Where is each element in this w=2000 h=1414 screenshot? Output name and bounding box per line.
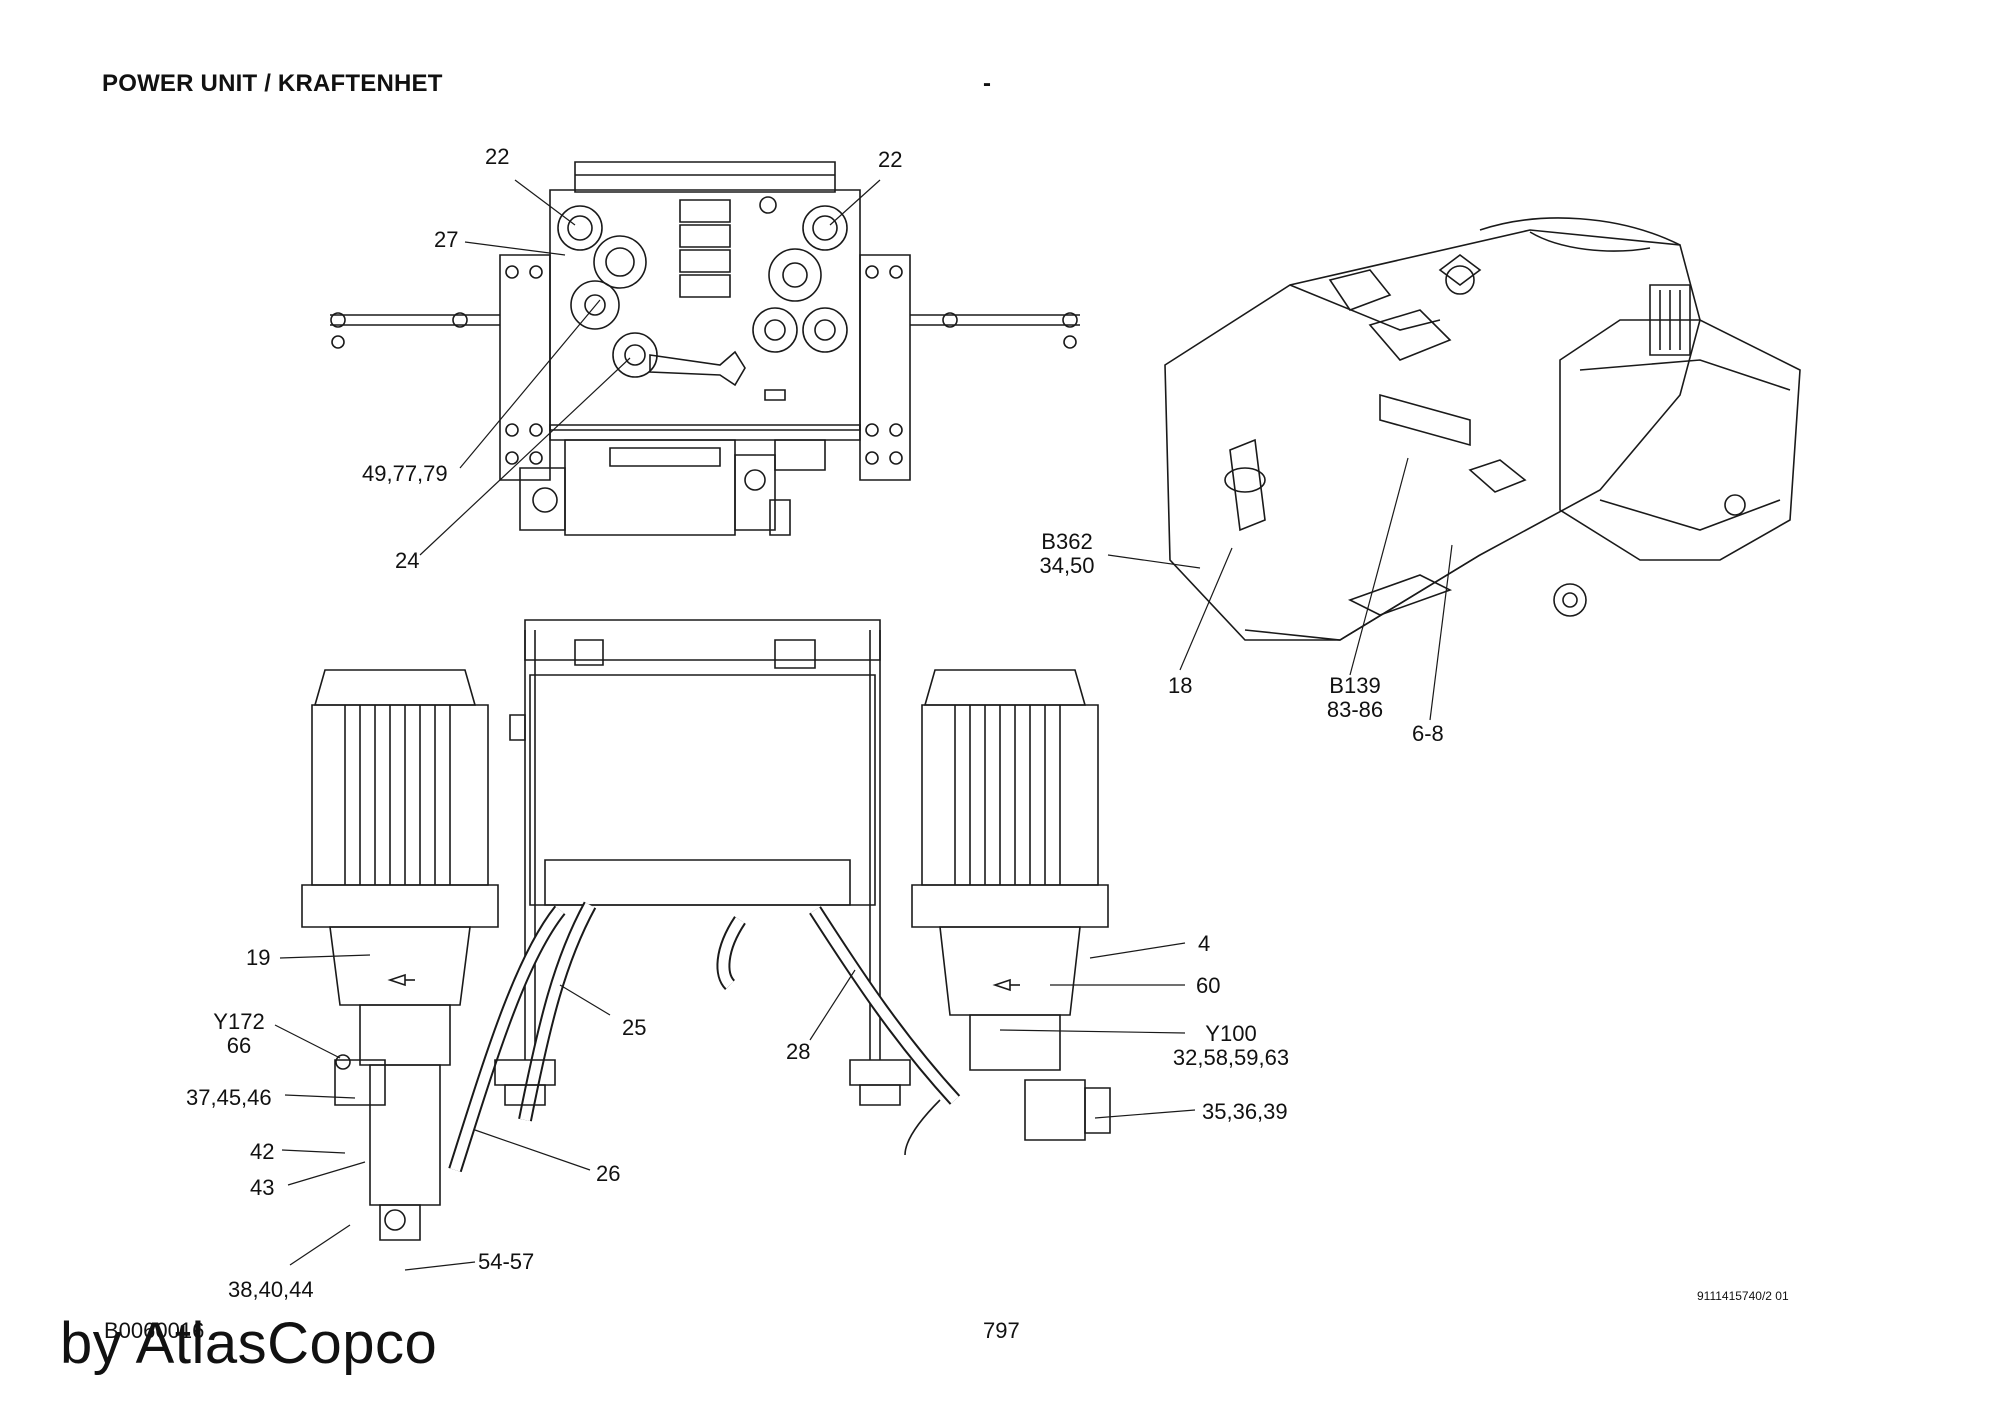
front-view-illustration [302, 620, 1110, 1240]
page-title: POWER UNIT / KRAFTENHET [102, 70, 443, 97]
callout-b139: B139 83-86 [1320, 674, 1390, 722]
b362-label: B362 [1041, 529, 1093, 554]
callout-27: 27 [434, 227, 459, 252]
watermark: by AtlasCopco [60, 1311, 438, 1376]
callout-43: 43 [250, 1175, 275, 1200]
figure-code: B0060016 [104, 1318, 205, 1343]
page-number: 797 [983, 1318, 1020, 1343]
callout-19: 19 [246, 945, 271, 970]
leader-lines [275, 180, 1452, 1270]
y100-label: Y100 [1205, 1021, 1257, 1046]
callout-54-57: 54-57 [478, 1249, 535, 1274]
callout-6-8: 6-8 [1412, 721, 1444, 746]
callout-18: 18 [1168, 673, 1193, 698]
callout-25: 25 [622, 1015, 647, 1040]
isometric-view-illustration [1165, 218, 1800, 640]
b139-items: 83-86 [1326, 697, 1384, 722]
callout-28: 28 [786, 1039, 811, 1064]
y100-items: 32,58,59,63 [1172, 1045, 1290, 1070]
y172-items: 66 [226, 1033, 252, 1058]
callout-y172: Y172 66 [204, 1010, 274, 1058]
callout-22-left: 22 [485, 144, 510, 169]
y172-label: Y172 [213, 1009, 265, 1034]
callout-22-right: 22 [878, 147, 903, 172]
callout-49-77-79: 49,77,79 [362, 461, 448, 486]
document-reference: 9111415740/2 01 [1697, 1289, 1789, 1303]
callout-24: 24 [395, 548, 420, 573]
b362-items: 34,50 [1039, 553, 1095, 578]
callout-35-36-39: 35,36,39 [1202, 1099, 1288, 1124]
callout-y100: Y100 32,58,59,63 [1166, 1022, 1296, 1070]
callout-60: 60 [1196, 973, 1221, 998]
callout-b362: B362 34,50 [1032, 530, 1102, 578]
callout-26: 26 [596, 1161, 621, 1186]
b139-label: B139 [1329, 673, 1381, 698]
callout-42: 42 [250, 1139, 275, 1164]
page-subtitle-dash: - [983, 70, 991, 97]
callout-4: 4 [1198, 931, 1211, 956]
callout-37-45-46: 37,45,46 [186, 1085, 272, 1110]
callout-38-40-44: 38,40,44 [228, 1277, 314, 1302]
